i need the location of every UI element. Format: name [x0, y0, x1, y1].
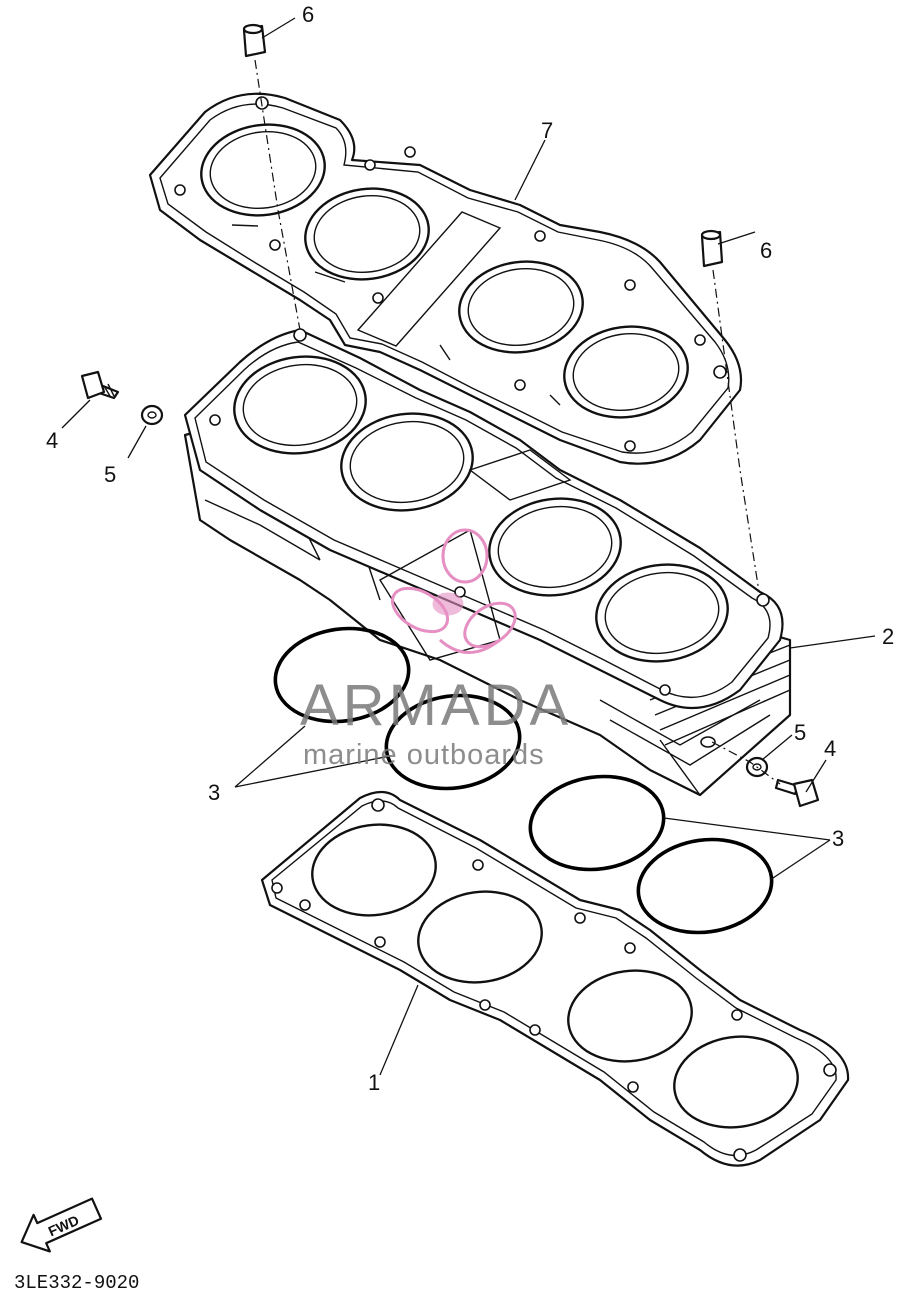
armada-logo-mark	[391, 528, 517, 654]
dowel-pin-top	[242, 23, 267, 58]
callout-4-right: 4	[824, 736, 836, 761]
bolt-left	[80, 370, 120, 400]
alignment-line-right	[712, 269, 761, 599]
callout-7: 7	[541, 118, 553, 143]
callout-4-left: 4	[46, 428, 58, 453]
cylinder-head-gasket-top	[148, 92, 743, 465]
o-ring-3	[528, 774, 666, 872]
callout-6-top: 6	[302, 2, 314, 27]
callout-1: 1	[368, 1070, 380, 1095]
drawing-code: 3LE332-9020	[14, 1272, 139, 1294]
callout-5-left: 5	[104, 462, 116, 487]
armada-watermark: ARMADA marine outboards	[300, 528, 572, 771]
dowel-pin-right	[700, 229, 724, 268]
o-ring-4	[636, 837, 774, 935]
leader-lines	[61, 17, 876, 1076]
callout-5-right: 5	[794, 720, 806, 745]
o-ring-set	[273, 626, 774, 935]
callout-3-right: 3	[832, 826, 844, 851]
callout-2: 2	[882, 624, 894, 649]
cylinder-block	[183, 328, 792, 797]
o-ring-1	[273, 626, 411, 724]
callout-3-left: 3	[208, 780, 220, 805]
alignment-line-left	[254, 59, 301, 331]
callout-6-right: 6	[760, 238, 772, 263]
watermark-tagline: marine outboards	[303, 739, 545, 771]
washer-left	[140, 404, 164, 426]
o-ring-2	[384, 693, 522, 791]
forward-direction-arrow: FWD	[20, 1197, 103, 1253]
watermark-brand: ARMADA	[300, 673, 572, 738]
bolt-alignment-line	[711, 741, 781, 785]
cylinder-base-gasket	[260, 790, 850, 1167]
bolt-right	[774, 778, 820, 808]
